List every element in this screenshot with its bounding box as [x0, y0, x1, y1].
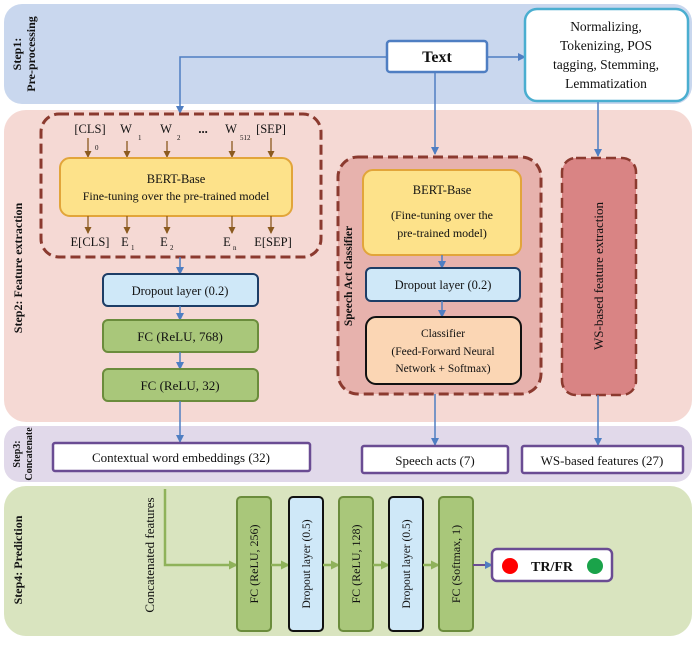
step3-label: Step3: Concatenate	[12, 427, 35, 481]
fc-softmax-label: FC (Softmax, 1)	[449, 525, 463, 603]
bert-left-title: BERT-Base	[147, 172, 206, 186]
classifier-box	[365, 316, 522, 385]
bert-right-title: BERT-Base	[413, 183, 472, 197]
classifier-line2: (Feed-Forward Neural	[391, 346, 494, 358]
svg-text:FC (Softmax, 1): FC (Softmax, 1)	[449, 525, 463, 603]
svg-text:WS-based feature extraction: WS-based feature extraction	[591, 202, 606, 350]
classifier-line3: Network + Softmax)	[395, 363, 490, 375]
svg-text:[SEP]: [SEP]	[256, 122, 286, 136]
ws-extraction-label: WS-based feature extraction	[591, 202, 606, 350]
svg-text:n: n	[233, 244, 237, 252]
svg-text:W: W	[120, 122, 132, 136]
contextual-embeddings-box	[51, 441, 312, 473]
speech-acts-box	[360, 444, 510, 475]
svg-text:Dropout layer (0.5): Dropout layer (0.5)	[301, 519, 313, 608]
svg-text:0: 0	[95, 144, 99, 152]
svg-text:Tokenizing, POS: Tokenizing, POS	[560, 38, 652, 53]
svg-text:Step1:: Step1:	[10, 38, 24, 71]
fc-32-label: FC (ReLU, 32)	[140, 378, 219, 393]
output-label: TR/FR	[531, 560, 574, 575]
svg-text:E[CLS]: E[CLS]	[71, 235, 110, 249]
fc-128-label: FC (ReLU, 128)	[349, 525, 363, 604]
svg-text:1: 1	[131, 244, 135, 252]
preprocessing-text: Normalizing, Tokenizing, POS tagging, St…	[553, 19, 659, 91]
bert-outputs: E[CLS] E 1 E 2 E n E[SEP]	[71, 235, 292, 252]
dropout-0.5-label-1: Dropout layer (0.5)	[301, 519, 313, 608]
dropout-box-right	[365, 267, 521, 302]
svg-text:W: W	[160, 122, 172, 136]
svg-text:Concatenate: Concatenate	[24, 427, 35, 481]
svg-text:FC (ReLU, 128): FC (ReLU, 128)	[349, 525, 363, 604]
ws-features-label: WS-based features (27)	[541, 453, 664, 468]
contextual-embeddings-label: Contextual word embeddings (32)	[92, 450, 270, 465]
svg-text:...: ...	[198, 122, 207, 136]
svg-text:2: 2	[177, 134, 181, 142]
svg-text:E[SEP]: E[SEP]	[254, 235, 292, 249]
step1-band	[4, 4, 692, 104]
svg-text:Pre-processing: Pre-processing	[24, 16, 38, 92]
svg-text:Normalizing,: Normalizing,	[570, 19, 642, 34]
svg-text:Concatenated features: Concatenated features	[142, 497, 157, 612]
ws-feature-extraction-box	[560, 156, 638, 397]
svg-text:Speech Act classifier: Speech Act classifier	[343, 226, 355, 326]
speech-acts-label: Speech acts (7)	[395, 453, 474, 468]
ws-features-box	[520, 444, 685, 475]
svg-text:Step3:: Step3:	[12, 440, 23, 467]
svg-text:Step4: Prediction: Step4: Prediction	[11, 515, 25, 604]
dropout-right-label: Dropout layer (0.2)	[395, 278, 492, 292]
text-input-label: Text	[422, 49, 452, 66]
svg-text:512: 512	[240, 134, 251, 142]
svg-text:[CLS]: [CLS]	[74, 122, 105, 136]
text-input-box	[385, 39, 489, 74]
svg-text:Lemmatization: Lemmatization	[565, 76, 647, 91]
svg-text:E: E	[121, 235, 129, 249]
svg-text:E: E	[160, 235, 168, 249]
bert-right-sub1: (Fine-tuning over the	[391, 208, 493, 222]
dropout-left-label: Dropout layer (0.2)	[132, 284, 229, 298]
input-tokens: [CLS] W 1 W 2 ... W 512 [SEP] 0	[74, 122, 286, 152]
fc-768-label: FC (ReLU, 768)	[137, 329, 223, 344]
svg-text:Step2: Feature extraction: Step2: Feature extraction	[11, 202, 25, 333]
bert-dashed-container	[39, 112, 323, 259]
bert-right-sub2: pre-trained model)	[397, 226, 487, 240]
dropout-0.5-label-2: Dropout layer (0.5)	[401, 519, 413, 608]
output-box	[490, 547, 614, 583]
svg-text:tagging, Stemming,: tagging, Stemming,	[553, 57, 659, 72]
step2-label: Step2: Feature extraction	[11, 202, 25, 333]
classifier-title: Classifier	[421, 328, 465, 340]
preprocessing-box	[523, 7, 690, 103]
step4-label: Step4: Prediction	[11, 515, 25, 604]
speech-act-label: Speech Act classifier	[343, 226, 355, 326]
svg-text:W: W	[225, 122, 237, 136]
red-dot-icon	[502, 558, 518, 574]
bert-base-box-left	[59, 157, 293, 217]
svg-text:E: E	[223, 235, 231, 249]
step1-label: Step1: Pre-processing	[10, 16, 38, 92]
svg-text:2: 2	[170, 244, 174, 252]
fc-256-label: FC (ReLU, 256)	[247, 525, 261, 604]
svg-text:FC (ReLU, 256): FC (ReLU, 256)	[247, 525, 261, 604]
green-dot-icon	[587, 558, 603, 574]
svg-text:Dropout layer (0.5): Dropout layer (0.5)	[401, 519, 413, 608]
svg-text:1: 1	[138, 134, 142, 142]
bert-left-subtitle: Fine-tuning over the pre-trained model	[83, 189, 270, 203]
concatenated-features-label: Concatenated features	[142, 497, 157, 612]
